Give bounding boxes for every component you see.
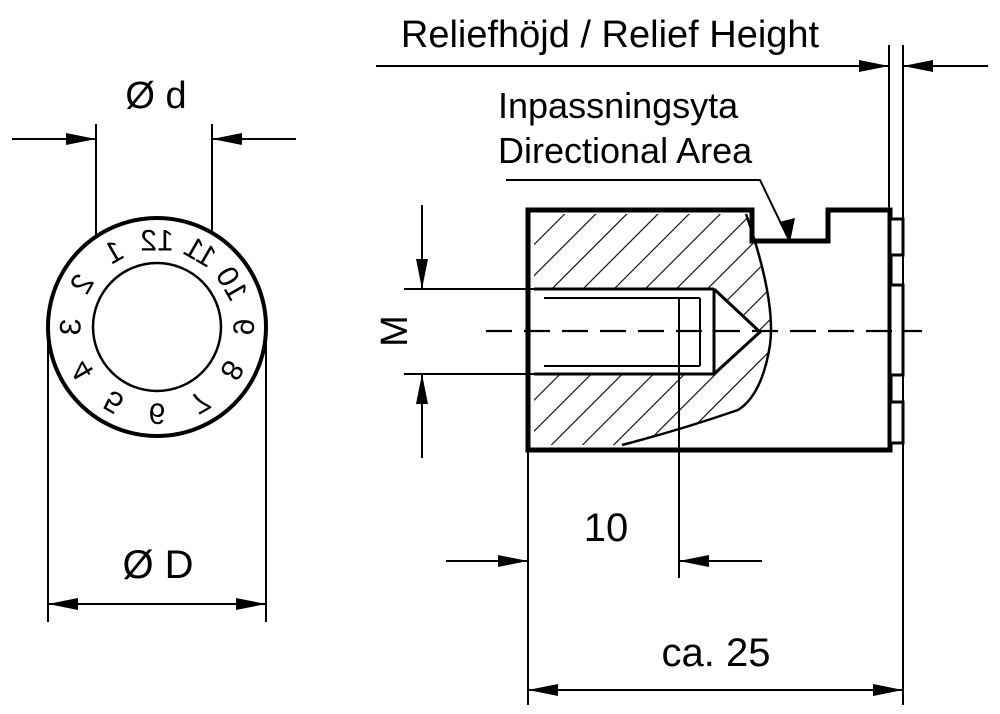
relief-height-dimension: Reliefhöjd / Relief Height [376,14,988,705]
dial-number: 12 [140,225,173,258]
thread-dimension: M [374,205,534,458]
diameter-small-dimension: Ø d [12,75,296,330]
section-view: Reliefhöjd / Relief Height Inpassningsyt… [374,14,988,705]
relief-height-label: Reliefhöjd / Relief Height [401,14,820,56]
dial-number: 9 [227,319,260,336]
length-dimension: ca. 25 [528,631,903,696]
body-outline [525,207,893,453]
diameter-large-label: Ø D [122,543,193,587]
diameter-large-dimension: Ø D [47,327,267,622]
length-label: ca. 25 [662,631,771,675]
break-line [621,213,773,447]
diameter-small-label: Ø d [125,75,186,117]
directional-area-label-sv: Inpassningsyta [498,85,739,126]
dial-number: 6 [149,397,166,430]
directional-area-label-en: Directional Area [498,130,753,171]
dial-number: 3 [55,319,88,336]
depth-dimension: 10 [446,298,762,705]
relief-tab [888,400,905,445]
thread-label: M [374,315,416,347]
directional-area-callout: Inpassningsyta Directional Area [498,85,795,242]
inner-circle [91,261,223,393]
relief-tab [888,217,905,257]
depth-label: 10 [584,506,629,550]
